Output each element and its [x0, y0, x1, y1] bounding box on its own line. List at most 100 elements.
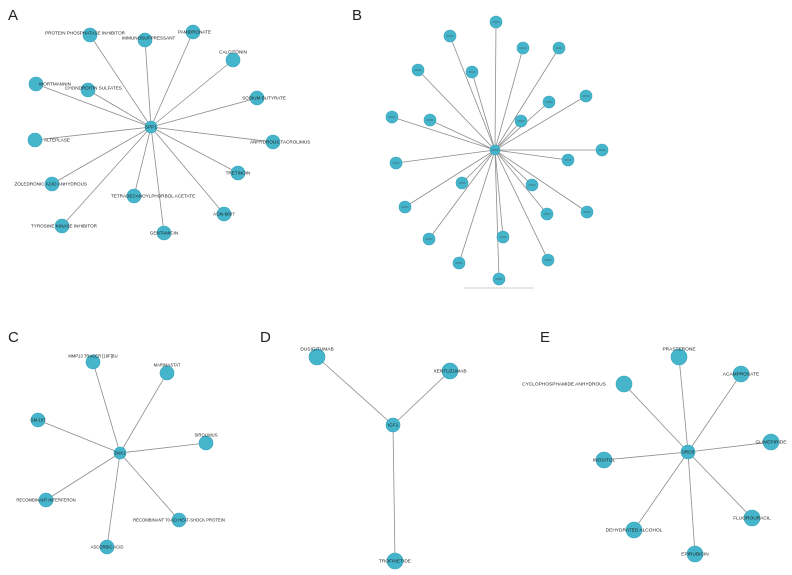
network-node[interactable] [686, 545, 704, 563]
network-node[interactable] [732, 365, 750, 383]
network-node[interactable] [171, 512, 187, 528]
network-node[interactable] [85, 354, 101, 370]
edge [119, 372, 168, 454]
node-label: CALCITONIN [219, 50, 247, 55]
network-node[interactable] [54, 218, 70, 234]
network-node[interactable] [44, 176, 60, 192]
network-node[interactable] [198, 435, 214, 451]
network-node[interactable] [265, 134, 281, 150]
network-node[interactable] [137, 32, 153, 48]
edge [150, 97, 258, 128]
network-node[interactable] [30, 412, 46, 428]
node-label: GENTAMICIN [150, 231, 179, 236]
edge [687, 451, 696, 555]
hub-node[interactable] [144, 120, 158, 134]
panel-e-letter: E [540, 329, 550, 346]
node-label: IMMUNOSUPPRESSANT [122, 36, 176, 41]
node-label: MMP13 TRACER [18F]BU [68, 353, 117, 358]
network-node[interactable] [38, 492, 54, 508]
edge [395, 149, 496, 164]
network-node[interactable] [441, 362, 459, 380]
network-node[interactable] [216, 206, 232, 222]
hub-node-label: SPP1 [145, 125, 157, 130]
edge [494, 47, 524, 151]
edge [494, 149, 549, 261]
edge [494, 120, 522, 151]
node-label: GLIMEPIRIDE [756, 440, 787, 446]
node-label: ANHYDROUS TACROLIMUS [250, 140, 310, 145]
panel-e-edges [603, 356, 772, 555]
network-node[interactable] [670, 348, 688, 366]
network-node[interactable] [595, 451, 613, 469]
node-label: EPIRUBICIN [681, 552, 709, 558]
edge [150, 126, 239, 174]
network-node[interactable] [762, 433, 780, 451]
node-label: TYROSINE KINASE INHIBITOR [31, 224, 98, 229]
network-node[interactable] [185, 24, 201, 40]
edge [404, 149, 496, 208]
node-label: DUSIGITUMAB [300, 347, 333, 353]
edge [316, 356, 394, 426]
panel-c-nodes: MMP13 TRACER [18F]BUMARIMASTATGM-107SIRO… [16, 353, 225, 555]
network-node[interactable] [28, 76, 44, 92]
node-label: RECOMBINANT 70-KD HEAT-SHOCK PROTEIN [133, 517, 225, 522]
network-node[interactable] [82, 27, 98, 43]
panel-a-edges [34, 31, 274, 234]
node-label: RECOMBINANT INTERFERON [16, 497, 75, 502]
edge [51, 126, 152, 185]
network-node[interactable] [625, 521, 643, 539]
edge [150, 126, 165, 234]
panel-a-nodes: PROTEIN PHOSPHATASE INHIBITORIMMUNOSUPPR… [15, 24, 310, 241]
panel-b: B [352, 7, 609, 289]
network-node[interactable] [80, 82, 96, 98]
node-label: MARIMASTAT [154, 362, 181, 367]
node-label: TROFINETIDE [379, 559, 411, 565]
edge [92, 361, 121, 454]
edge [392, 370, 451, 426]
node-label: SODIUM BUTYRATE [242, 96, 286, 101]
panel-b-letter: B [352, 7, 362, 24]
edge [106, 452, 121, 548]
network-node[interactable] [386, 552, 404, 570]
edge [633, 451, 689, 531]
network-node[interactable] [615, 375, 633, 393]
edge [150, 126, 274, 143]
hub-node[interactable] [113, 446, 127, 460]
network-node[interactable] [159, 365, 175, 381]
node-label: ASCORBIC ACID [91, 544, 124, 549]
edge [35, 83, 152, 128]
network-node[interactable] [156, 225, 172, 241]
edge [603, 451, 689, 461]
edge [45, 452, 121, 501]
hub-node[interactable] [680, 444, 696, 460]
node-label: CYCLOPHOSPHAMIDE ANHYDROUS [522, 382, 606, 388]
panel-c-edges [37, 361, 207, 548]
edge [494, 149, 533, 186]
network-node[interactable] [27, 132, 43, 148]
network-node[interactable] [308, 348, 326, 366]
network-node[interactable] [230, 165, 246, 181]
network-node[interactable] [249, 90, 265, 106]
edge [494, 149, 569, 161]
edge [449, 35, 496, 151]
network-node[interactable] [126, 188, 142, 204]
network-node[interactable] [99, 539, 115, 555]
network-node[interactable] [743, 509, 761, 527]
edge [119, 442, 207, 454]
edge [678, 356, 689, 453]
network-node[interactable] [225, 52, 241, 68]
edge [150, 31, 194, 128]
node-label: ZOLEDRONIC ACID ANHYDROUS [15, 182, 88, 187]
panel-a: A PROTEIN PHOSPHATASE INHIBITORIMMUNOSUP… [8, 7, 310, 241]
edge [150, 126, 225, 215]
edge [494, 149, 548, 215]
hub-node[interactable] [385, 417, 401, 433]
edge [144, 39, 152, 128]
edge [428, 149, 496, 240]
panel-a-letter: A [8, 7, 18, 24]
edge [37, 419, 121, 454]
